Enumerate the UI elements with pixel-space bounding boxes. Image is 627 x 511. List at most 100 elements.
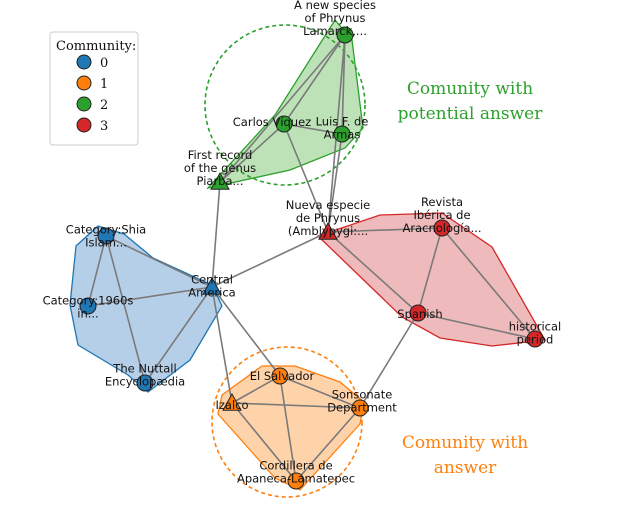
community-hulls bbox=[69, 18, 547, 491]
edge-izalco-salvador bbox=[231, 375, 281, 404]
annotation-orange-line-2: answer bbox=[434, 458, 497, 478]
node-label-line: (Amblypygi:... bbox=[288, 224, 368, 238]
node-label-line: Armas bbox=[324, 128, 361, 142]
edge-carlos-luis bbox=[283, 123, 343, 135]
legend-label-0: 0 bbox=[100, 56, 108, 71]
edge-phrynus-first bbox=[219, 34, 346, 183]
node-label-line: Department bbox=[327, 401, 397, 415]
edge-salvador-sonsonate bbox=[279, 375, 361, 409]
node-label-izalco: Izalco bbox=[215, 398, 248, 412]
legend-box bbox=[49, 31, 139, 146]
edge-first-central bbox=[211, 181, 221, 288]
edge-luis-nueva bbox=[327, 133, 343, 233]
legend-marker-3 bbox=[76, 117, 92, 133]
legend-label-2: 2 bbox=[100, 98, 108, 113]
legend-item: 3 bbox=[76, 117, 108, 134]
edge-central-salvador bbox=[211, 286, 281, 377]
node-label-salvador: El Salvador bbox=[250, 369, 315, 383]
node-label-line: Ibérica de bbox=[413, 208, 470, 222]
legend-item: 2 bbox=[76, 96, 108, 113]
node-label-line: America bbox=[188, 286, 235, 300]
edge-nueva-central bbox=[211, 231, 329, 288]
hull-community-3 bbox=[316, 212, 547, 347]
node-label-line: El Salvador bbox=[250, 369, 315, 383]
node-phrynus[interactable] bbox=[336, 26, 354, 44]
legend-marker-0 bbox=[76, 54, 92, 70]
node-label-spanish: Spanish bbox=[397, 307, 442, 321]
node-salvador[interactable] bbox=[271, 367, 289, 385]
node-label-line: First record bbox=[188, 148, 253, 162]
node-shia[interactable] bbox=[97, 227, 115, 245]
edge-carlos-first bbox=[219, 123, 285, 183]
node-label-line: Apaneca-Lamatepec bbox=[237, 472, 355, 486]
node-label-line: Cordillera de bbox=[259, 459, 332, 473]
node-label-line: Encyclopædia bbox=[105, 375, 185, 389]
edge-carlos-nueva bbox=[283, 123, 329, 233]
node-label-line: A new species bbox=[294, 0, 376, 12]
node-label-line: Category:1960s bbox=[43, 294, 134, 308]
node-cat1960[interactable] bbox=[79, 297, 97, 315]
node-label-line: Sonsonate bbox=[332, 388, 393, 402]
node-central[interactable] bbox=[202, 276, 222, 295]
node-label-line: Spanish bbox=[397, 307, 442, 321]
edge-phrynus-luis bbox=[341, 34, 346, 135]
node-first[interactable] bbox=[210, 171, 230, 190]
node-label-line: in... bbox=[77, 307, 98, 321]
legend-item: 0 bbox=[76, 54, 108, 71]
node-luis[interactable] bbox=[333, 125, 351, 143]
node-label-line: Piarba... bbox=[197, 174, 244, 188]
node-label-line: de Phrynus bbox=[296, 211, 360, 225]
node-label-line: Carlos Víquez bbox=[233, 115, 311, 129]
node-label-line: Aracnología... bbox=[402, 221, 481, 235]
node-carlos[interactable] bbox=[275, 115, 293, 133]
node-sonsonate[interactable] bbox=[351, 399, 369, 417]
node-label-line: of the genus bbox=[184, 161, 256, 175]
edge-shia-cat1960 bbox=[87, 235, 107, 307]
annotation-green-line-1: Comunity with bbox=[407, 79, 533, 99]
edge-nuttall-central bbox=[144, 286, 213, 384]
node-cordillera[interactable] bbox=[287, 472, 305, 490]
node-izalco[interactable] bbox=[222, 392, 242, 411]
orange-highlight-circle bbox=[211, 346, 363, 498]
node-label-line: of Phrynus bbox=[304, 11, 365, 25]
node-revista[interactable] bbox=[433, 219, 451, 237]
node-nuttall[interactable] bbox=[136, 374, 154, 392]
node-label-line: The Nuttall bbox=[112, 362, 176, 376]
node-historical[interactable] bbox=[526, 330, 544, 348]
legend-item: 1 bbox=[76, 75, 108, 92]
node-label-line: Luis F. de bbox=[316, 115, 369, 129]
edge-nueva-revista bbox=[327, 227, 443, 233]
green-highlight-circle bbox=[204, 24, 366, 186]
hull-community-0 bbox=[69, 225, 223, 393]
legend-marker-1 bbox=[76, 75, 92, 91]
edge-spanish-historical bbox=[417, 312, 536, 340]
edge-spanish-sonsonate bbox=[359, 312, 419, 409]
node-label-line: Category:Shia bbox=[66, 223, 146, 237]
node-label-line: historical bbox=[509, 320, 562, 334]
graph-nodes bbox=[79, 26, 544, 490]
legend-title: Community: bbox=[56, 39, 136, 54]
edge-nueva-spanish bbox=[327, 231, 419, 314]
edge-izalco-sonsonate bbox=[231, 402, 361, 409]
edge-nuttall-shia bbox=[105, 235, 146, 384]
node-label-carlos: Carlos Víquez bbox=[233, 115, 311, 129]
edge-salvador-cordillera bbox=[279, 375, 297, 482]
node-spanish[interactable] bbox=[409, 304, 427, 322]
edge-phrynus-carlos bbox=[283, 34, 346, 125]
annotation-orange-line-1: Comunity with bbox=[402, 433, 528, 453]
annotation-green: Comunity with potential answer bbox=[398, 79, 544, 124]
legend-label-3: 3 bbox=[100, 119, 108, 134]
node-nueva[interactable] bbox=[318, 221, 338, 240]
